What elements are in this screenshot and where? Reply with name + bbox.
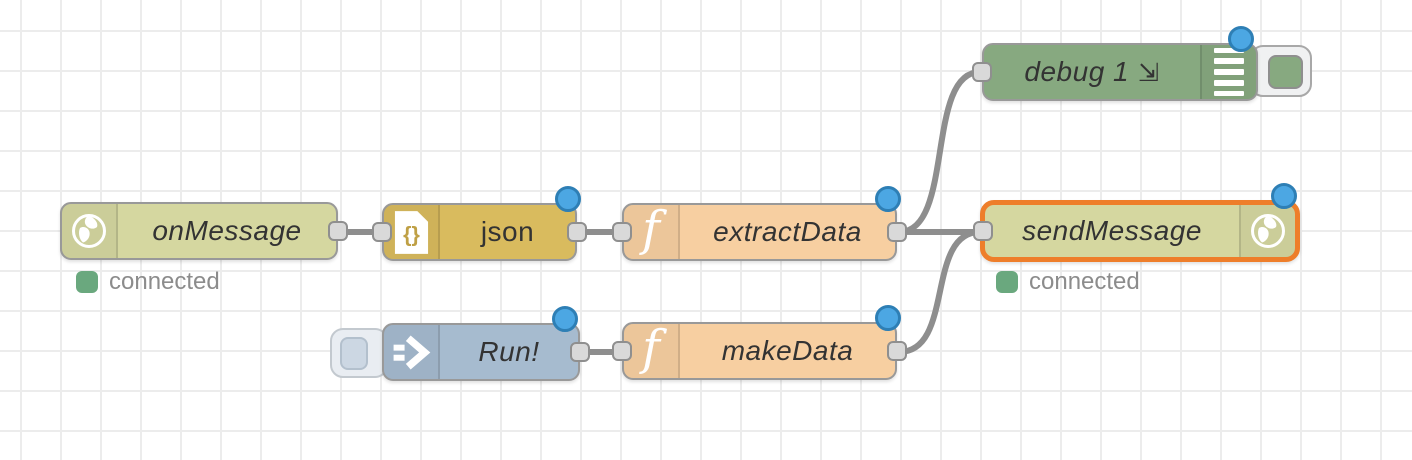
- node-label: makeData: [721, 335, 854, 366]
- input-port[interactable]: [973, 221, 993, 241]
- globe-icon: [62, 204, 118, 258]
- inject-arrow-icon: [384, 325, 440, 379]
- function-f-glyph: f: [642, 201, 660, 257]
- node-onmessage[interactable]: onMessage: [60, 202, 348, 260]
- debug-list-icon: [1200, 45, 1256, 99]
- status-text: connected: [1029, 268, 1140, 295]
- output-port[interactable]: [567, 222, 587, 242]
- changed-badge: [1228, 26, 1254, 52]
- node-makedata[interactable]: f makeData: [612, 305, 907, 380]
- status-dot-icon: [996, 271, 1018, 293]
- input-port[interactable]: [612, 222, 632, 242]
- input-port[interactable]: [612, 341, 632, 361]
- function-f-glyph: f: [642, 320, 660, 376]
- changed-badge: [1271, 183, 1297, 209]
- changed-badge: [875, 186, 901, 212]
- output-port[interactable]: [887, 341, 907, 361]
- node-status-onmessage: connected: [76, 268, 220, 296]
- input-port[interactable]: [372, 222, 392, 242]
- json-braces-glyph: {}: [403, 222, 420, 246]
- node-status-sendmessage: connected: [996, 268, 1140, 296]
- node-label: extractData: [713, 216, 862, 247]
- status-text: connected: [109, 268, 220, 295]
- node-sendmessage[interactable]: sendMessage: [973, 183, 1300, 262]
- json-file-icon: {}: [384, 205, 440, 259]
- input-port[interactable]: [972, 62, 992, 82]
- output-port[interactable]: [328, 221, 348, 241]
- inject-button[interactable]: [330, 328, 388, 378]
- node-label: onMessage: [152, 215, 302, 246]
- globe-icon: [1239, 205, 1295, 257]
- changed-badge: [555, 186, 581, 212]
- debug-toggle-pad[interactable]: [1268, 55, 1303, 89]
- node-debug-1[interactable]: debug 1 ⇲: [972, 26, 1258, 101]
- node-label: json: [480, 216, 535, 247]
- changed-badge: [875, 305, 901, 331]
- output-port[interactable]: [887, 222, 907, 242]
- debug-toggle-button[interactable]: [1250, 45, 1312, 97]
- debug-sidebar-icon: ⇲: [1138, 57, 1160, 87]
- node-label: sendMessage: [1022, 215, 1202, 246]
- inject-button-pad[interactable]: [340, 337, 368, 370]
- debug-label-text: debug 1: [1024, 56, 1130, 87]
- node-extractdata[interactable]: f extractData: [612, 186, 907, 261]
- output-port[interactable]: [570, 342, 590, 362]
- changed-badge: [552, 306, 578, 332]
- wire-makedata-sendmessage[interactable]: [896, 229, 983, 355]
- wire-extractdata-debug[interactable]: [896, 69, 983, 235]
- node-run[interactable]: Run!: [382, 306, 590, 381]
- node-label: Run!: [478, 336, 540, 367]
- function-icon: f: [624, 205, 680, 259]
- node-label: debug 1 ⇲: [984, 45, 1200, 99]
- status-dot-icon: [76, 271, 98, 293]
- node-json[interactable]: {} json: [372, 186, 587, 261]
- function-icon: f: [624, 324, 680, 378]
